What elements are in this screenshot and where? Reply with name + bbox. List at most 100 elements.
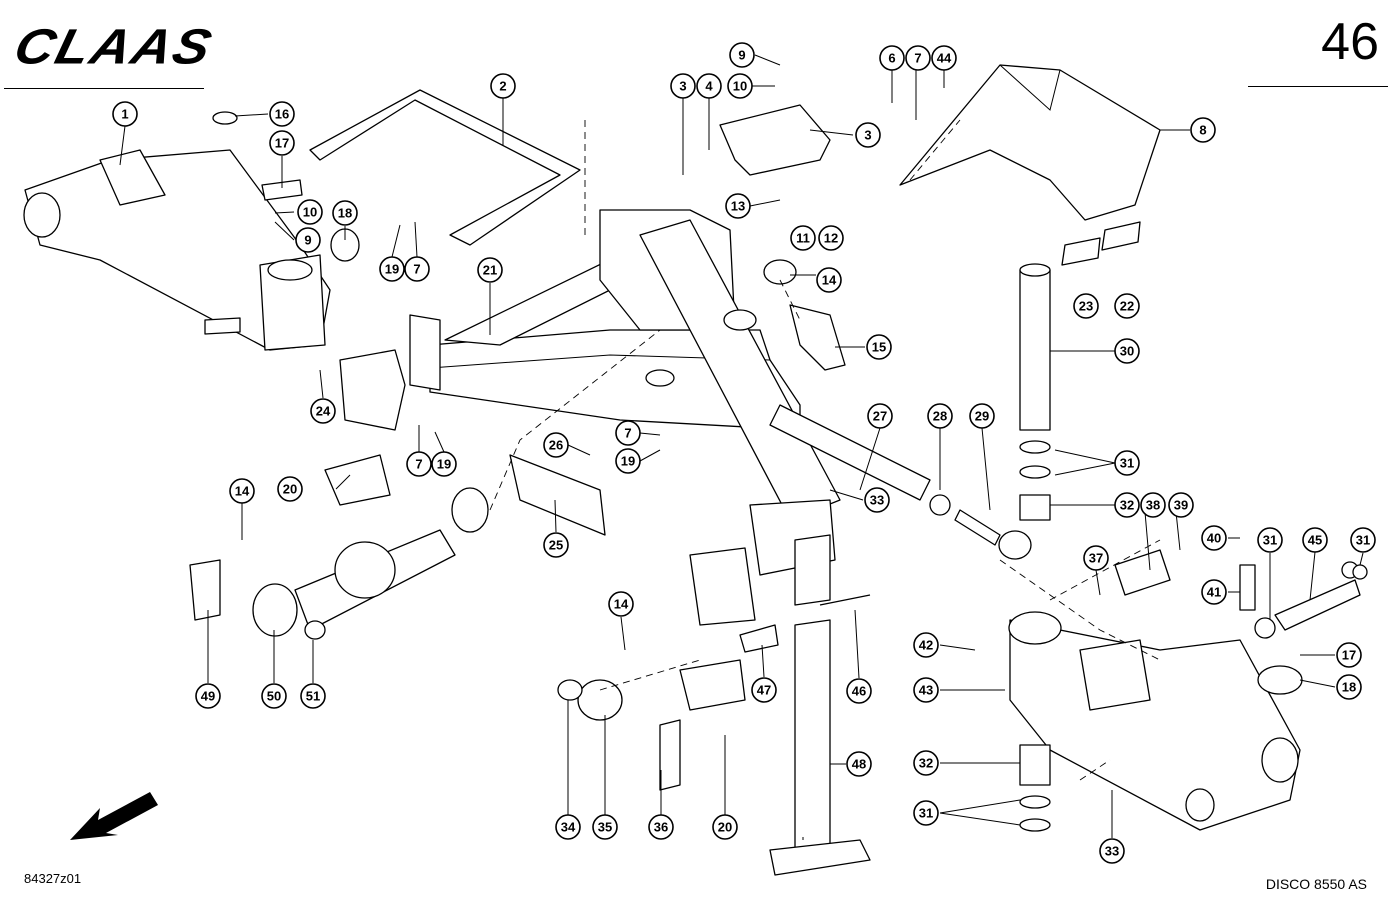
callout-17-left: 17 [269, 130, 295, 156]
svg-text:15: 15 [872, 340, 886, 355]
callout-33-a: 33 [864, 487, 890, 513]
svg-text:16: 16 [275, 107, 289, 122]
svg-text:2: 2 [499, 79, 506, 94]
svg-text:14: 14 [614, 597, 629, 612]
svg-text:30: 30 [1120, 344, 1134, 359]
svg-text:45: 45 [1308, 533, 1322, 548]
svg-text:14: 14 [822, 273, 837, 288]
callout-3-top: 3 [670, 73, 696, 99]
svg-text:19: 19 [437, 457, 451, 472]
callout-11: 11 [790, 225, 816, 251]
model-label: DISCO 8550 AS [1265, 876, 1367, 892]
svg-text:7: 7 [914, 51, 921, 66]
callout-45: 45 [1302, 527, 1328, 553]
svg-text:23: 23 [1079, 299, 1093, 314]
svg-text:9: 9 [738, 48, 745, 63]
callout-31-c: 31 [1350, 527, 1376, 553]
callout-28: 28 [927, 403, 953, 429]
right-pivot-arm [1008, 611, 1301, 831]
svg-text:29: 29 [975, 409, 989, 424]
svg-text:6: 6 [888, 51, 895, 66]
callout-40: 40 [1201, 525, 1227, 551]
svg-text:19: 19 [621, 454, 635, 469]
svg-text:36: 36 [654, 820, 668, 835]
svg-text:38: 38 [1146, 498, 1160, 513]
svg-text:10: 10 [303, 205, 317, 220]
svg-text:31: 31 [1120, 456, 1134, 471]
svg-text:41: 41 [1207, 585, 1221, 600]
svg-text:17: 17 [1342, 648, 1356, 663]
callout-31-b: 31 [1257, 527, 1283, 553]
svg-text:31: 31 [1263, 533, 1277, 548]
svg-text:12: 12 [824, 231, 838, 246]
pin-and-bushings [998, 263, 1051, 832]
callout-35: 35 [592, 814, 618, 840]
callout-7-a: 7 [905, 45, 931, 71]
svg-text:18: 18 [338, 206, 352, 221]
svg-text:28: 28 [933, 409, 947, 424]
header-rule-right [1248, 86, 1388, 87]
footer-arrow [70, 792, 158, 840]
svg-text:14: 14 [235, 484, 250, 499]
callout-19-c: 19 [615, 448, 641, 474]
guard-cover [899, 64, 1161, 221]
callout-3-right: 3 [855, 122, 881, 148]
main-frame [409, 209, 931, 576]
svg-text:37: 37 [1089, 551, 1103, 566]
callout-markers: 1 2 3 3 4 6 7 7 7 7 8 9 9 10 10 11 12 13… [112, 42, 1376, 864]
top-link-assembly [252, 487, 489, 637]
callout-26: 26 [543, 432, 569, 458]
svg-text:40: 40 [1207, 531, 1221, 546]
lower-hitch-hooks [324, 349, 756, 711]
callout-19-b: 19 [431, 451, 457, 477]
svg-text:24: 24 [316, 404, 331, 419]
svg-text:35: 35 [598, 820, 612, 835]
callout-7-c: 7 [406, 451, 432, 477]
callout-2: 2 [490, 73, 516, 99]
svg-text:11: 11 [796, 231, 810, 246]
dashed-alignment-lines [489, 119, 1161, 781]
callout-21: 21 [477, 257, 503, 283]
callout-31-d: 31 [913, 800, 939, 826]
svg-text:25: 25 [549, 538, 563, 553]
callout-9-top: 9 [729, 42, 755, 68]
callout-50: 50 [261, 683, 287, 709]
callout-36: 36 [648, 814, 674, 840]
callout-48: 48 [846, 751, 872, 777]
svg-text:8: 8 [1199, 123, 1206, 138]
callout-46: 46 [846, 678, 872, 704]
svg-text:31: 31 [1356, 533, 1370, 548]
svg-text:7: 7 [415, 457, 422, 472]
svg-text:50: 50 [267, 689, 281, 704]
svg-text:43: 43 [919, 683, 933, 698]
callout-44: 44 [931, 45, 957, 71]
callout-33-b: 33 [1099, 838, 1125, 864]
svg-text:27: 27 [873, 409, 887, 424]
callout-10-left: 10 [297, 199, 323, 225]
callout-12: 12 [818, 225, 844, 251]
svg-text:48: 48 [852, 757, 866, 772]
left-pivot-arm [23, 149, 331, 351]
svg-text:13: 13 [731, 199, 745, 214]
callout-4: 4 [696, 73, 722, 99]
svg-text:31: 31 [919, 806, 933, 821]
svg-text:1: 1 [121, 107, 128, 122]
callout-51: 51 [300, 683, 326, 709]
callout-20-bottom: 20 [712, 814, 738, 840]
svg-text:20: 20 [283, 482, 297, 497]
callout-7-d: 7 [615, 420, 641, 446]
svg-text:42: 42 [919, 638, 933, 653]
callout-24: 24 [310, 398, 336, 424]
callout-41: 41 [1201, 579, 1227, 605]
callout-15: 15 [866, 334, 892, 360]
svg-text:34: 34 [561, 820, 576, 835]
callout-32-bottom: 32 [913, 750, 939, 776]
callout-49: 49 [195, 683, 221, 709]
svg-text:7: 7 [413, 262, 420, 277]
callout-7-b: 7 [404, 256, 430, 282]
callout-29: 29 [969, 403, 995, 429]
callout-14-a: 14 [816, 267, 842, 293]
callout-30: 30 [1114, 338, 1140, 364]
svg-text:49: 49 [201, 689, 215, 704]
